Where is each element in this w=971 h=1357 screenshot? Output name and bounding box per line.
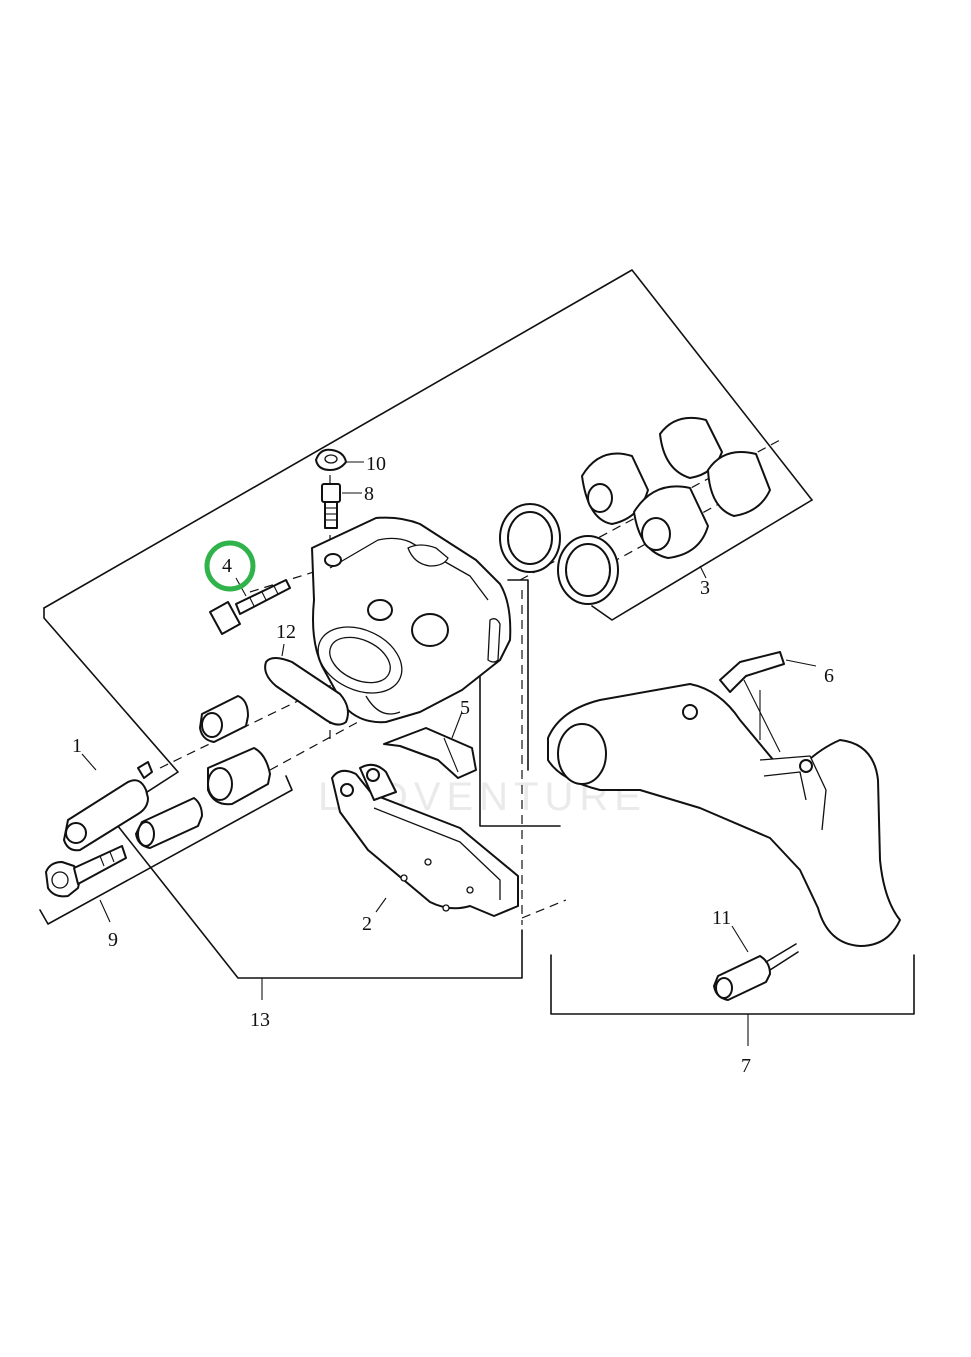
bleeder-valve [321, 483, 362, 529]
carrier-bracket-7 [550, 954, 915, 1046]
brake-pad [331, 763, 519, 917]
callout-10: 10 [366, 453, 386, 475]
carrier-pin [713, 925, 799, 1001]
callout-12: 12 [276, 621, 296, 643]
retaining-clip [719, 651, 817, 753]
pin-sleeve [135, 797, 203, 849]
callout-2: 2 [362, 913, 372, 935]
caliper-body-outline-lines [479, 579, 561, 827]
callout-6: 6 [824, 665, 834, 687]
caliper-mounting-bolt [209, 577, 291, 635]
callout-4: 4 [222, 555, 232, 577]
pistons [581, 416, 771, 559]
callout-5: 5 [460, 697, 470, 719]
guide-pin [63, 753, 153, 852]
callout-labels: 1 2 3 4 5 6 7 8 9 10 11 12 13 [72, 453, 834, 1077]
caliper-carrier [547, 683, 901, 947]
caliper-bolt-9 [45, 845, 127, 898]
shim [264, 643, 349, 726]
pin-boot-upper [199, 695, 249, 743]
bolt-bracket-9 [39, 775, 293, 925]
part-4-highlight-circle [204, 540, 256, 592]
callout-8: 8 [364, 483, 374, 505]
caliper-body [311, 516, 512, 724]
bleeder-cap [315, 448, 364, 471]
piston-set-bracket [591, 499, 813, 621]
pad-retaining-spring [383, 711, 477, 779]
pin-boot-lower [207, 747, 271, 806]
callout-11: 11 [712, 907, 731, 929]
piston-seals [499, 503, 619, 605]
callout-7: 7 [741, 1055, 751, 1077]
callout-13: 13 [250, 1009, 270, 1031]
callout-3: 3 [700, 577, 710, 599]
callout-9: 9 [108, 929, 118, 951]
callout-1: 1 [72, 735, 82, 757]
